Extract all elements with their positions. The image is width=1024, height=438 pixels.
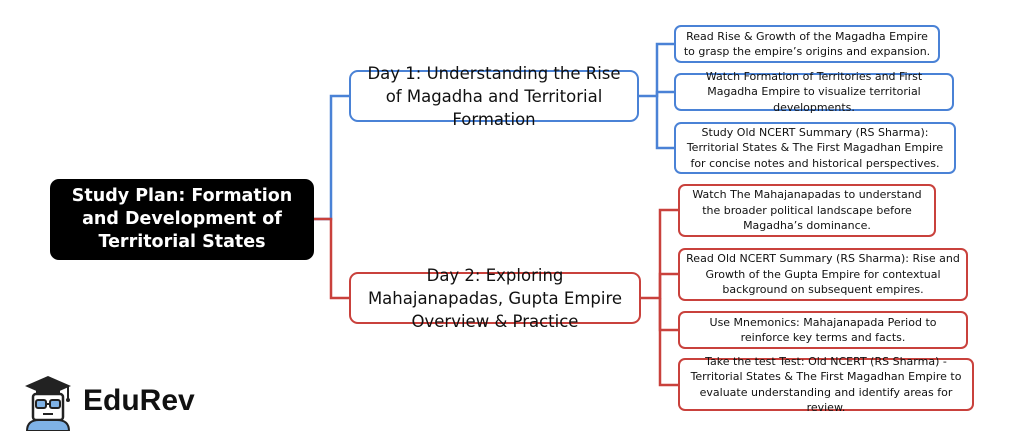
- day2-task-4: Take the test Test: Old NCERT (RS Sharma…: [678, 355, 974, 414]
- day2-node: Day 2: Exploring Mahajanapadas, Gupta Em…: [349, 266, 641, 331]
- day1-task-1: Read Rise & Growth of the Magadha Empire…: [674, 25, 940, 63]
- day1-task-2: Watch Formation of Territories and First…: [674, 70, 954, 114]
- connector-day2-task2: [658, 272, 678, 298]
- connector-root-day1: [314, 94, 349, 221]
- day1-node: Day 1: Understanding the Rise of Magadha…: [349, 64, 639, 129]
- graduation-cap-student-icon: [25, 376, 71, 431]
- connector-day1-task3: [655, 96, 674, 150]
- day2-task-1: Watch The Mahajanapadas to understand th…: [678, 184, 936, 237]
- connector-day1-task1: [639, 42, 674, 98]
- edurev-logo: EduRev: [19, 373, 219, 433]
- connector-day1-task2: [655, 90, 674, 96]
- day2-task-2: Read Old NCERT Summary (RS Sharma): Rise…: [678, 248, 968, 301]
- root-node: Study Plan: Formation and Development of…: [50, 179, 314, 260]
- task-text: Watch The Mahajanapadas to understand th…: [692, 188, 922, 233]
- connector-day2-task3: [658, 298, 678, 332]
- day1-label: Day 1: Understanding the Rise of Magadha…: [367, 63, 621, 129]
- day2-task-3: Use Mnemonics: Mahajanapada Period to re…: [678, 311, 968, 349]
- connector-day2-task1: [641, 208, 678, 300]
- root-title: Study Plan: Formation and Development of…: [71, 186, 293, 252]
- connector-root-day2: [314, 217, 349, 300]
- day1-task-3: Study Old NCERT Summary (RS Sharma): Ter…: [674, 122, 956, 174]
- task-text: Use Mnemonics: Mahajanapada Period to re…: [709, 315, 937, 345]
- day2-label: Day 2: Exploring Mahajanapadas, Gupta Em…: [367, 265, 623, 331]
- task-text: Study Old NCERT Summary (RS Sharma): Ter…: [686, 125, 944, 170]
- task-text: Read Rise & Growth of the Magadha Empire…: [683, 29, 931, 59]
- task-text: Read Old NCERT Summary (RS Sharma): Rise…: [686, 252, 960, 297]
- task-text: Take the test Test: Old NCERT (RS Sharma…: [690, 354, 962, 415]
- task-text: Watch Formation of Territories and First…: [705, 69, 923, 114]
- connector-day2-task4: [658, 298, 678, 387]
- brand-name: EduRev: [83, 384, 195, 417]
